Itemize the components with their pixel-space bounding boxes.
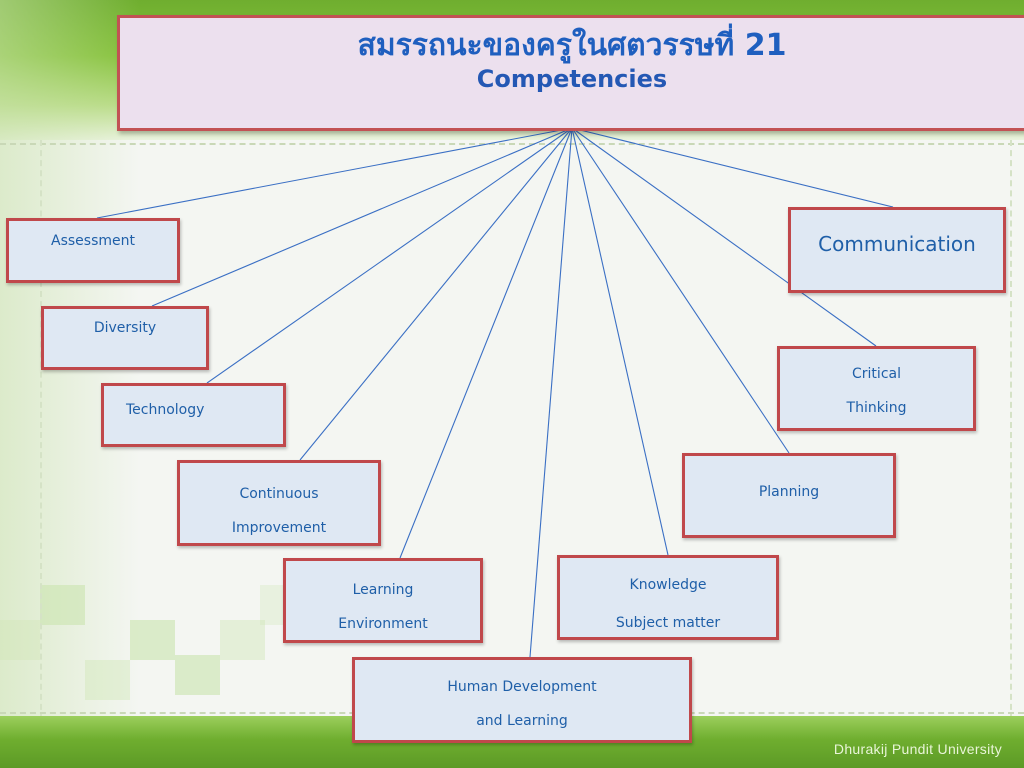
node-critical-thinking: Critical Thinking [777, 346, 976, 431]
connector-planning [571, 127, 790, 454]
footer-university: Dhurakij Pundit University [833, 741, 1002, 757]
divider-top [0, 143, 1024, 145]
connector-assessment [96, 127, 573, 219]
node-technology-label: Technology [126, 402, 205, 418]
divider-right [1010, 140, 1012, 720]
node-communication: Communication [788, 207, 1006, 293]
node-critical-line1: Critical [852, 366, 901, 382]
node-diversity-label: Diversity [93, 320, 157, 336]
node-continuous-line2: Improvement [231, 520, 327, 536]
node-assessment-label: Assessment [51, 233, 135, 249]
node-human-dev-line2: and Learning [476, 713, 568, 729]
node-learning-environment: Learning Environment [283, 558, 483, 643]
connector-knowledge [571, 127, 669, 556]
title-english: Competencies [476, 65, 668, 93]
node-learning-env-line2: Environment [338, 616, 428, 632]
connector-human-dev [529, 127, 573, 658]
divider-left [40, 140, 42, 720]
title-thai: สมรรถนะของครูในศตวรรษที่ 21 [357, 28, 787, 63]
node-communication-label: Communication [818, 232, 976, 256]
node-critical-line2: Thinking [846, 400, 907, 416]
title-box: สมรรถนะของครูในศตวรรษที่ 21 Competencies [117, 15, 1024, 131]
node-planning-label: Planning [758, 484, 820, 500]
node-continuous-line1: Continuous [239, 486, 319, 502]
node-continuous-improvement: Continuous Improvement [177, 460, 381, 546]
connector-learning-env [399, 127, 573, 559]
connector-critical [571, 127, 877, 347]
node-assessment: Assessment [6, 218, 180, 283]
connector-diversity [151, 127, 573, 307]
node-technology: Technology [101, 383, 286, 447]
node-knowledge-line1: Knowledge [629, 577, 707, 593]
connector-continuous [299, 127, 573, 461]
node-knowledge-subject: Knowledge Subject matter [557, 555, 779, 640]
node-diversity: Diversity [41, 306, 209, 370]
node-planning: Planning [682, 453, 896, 538]
node-learning-env-line1: Learning [352, 582, 414, 598]
node-knowledge-line2: Subject matter [615, 615, 721, 631]
node-human-dev-line1: Human Development [447, 679, 597, 695]
node-human-development: Human Development and Learning [352, 657, 692, 743]
connector-communication [571, 127, 894, 208]
connector-technology [206, 127, 573, 384]
